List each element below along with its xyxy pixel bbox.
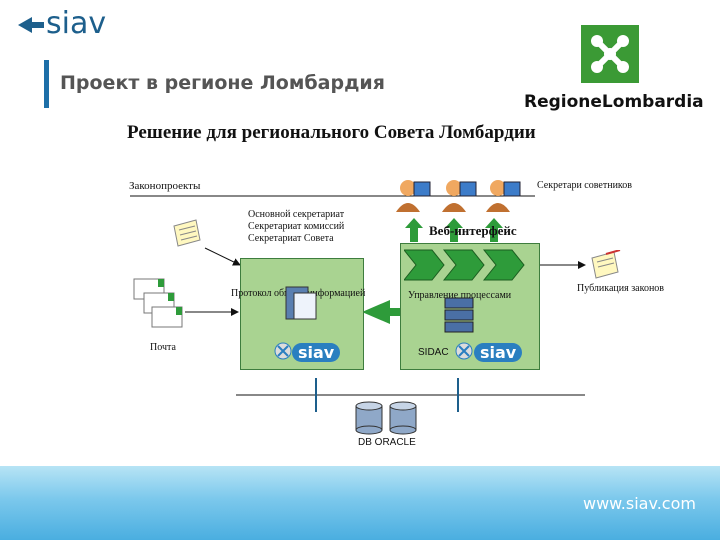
exchange-arrow	[362, 300, 400, 324]
secretariat-main-label: Основной секретариат	[248, 209, 345, 220]
regione-lombardia-logo-text: RegioneLombardia	[524, 92, 704, 112]
server-icon	[285, 286, 317, 320]
mail-icon	[133, 278, 183, 328]
secretariat-commissions-label: Секретариат комиссий	[248, 221, 345, 232]
law-publication-label: Публикация законов	[577, 283, 665, 294]
regione-lombardia-emblem-icon	[581, 25, 639, 83]
drafts-arrow	[204, 247, 241, 266]
server-stack-icon	[444, 297, 474, 333]
siav-logo-icon	[274, 342, 292, 360]
council-users-icon	[396, 180, 521, 212]
siav-badge-left: siav	[292, 343, 341, 362]
siav-badge-right: siav	[474, 343, 523, 362]
db-oracle-label: DB ORACLE	[358, 437, 416, 448]
slide-subtitle: Решение для регионального Совета Ломбард…	[127, 122, 536, 143]
process-chevrons	[404, 249, 525, 281]
footer-band	[0, 466, 720, 540]
document-icon	[173, 219, 201, 247]
process-management-label: Управление процессами	[408, 290, 512, 301]
siav-logo-icon	[455, 342, 473, 360]
page-title: Проект в регионе Ломбардия	[60, 72, 385, 94]
database-icon	[355, 401, 417, 435]
council-secretaries-label: Секретари советников	[537, 180, 632, 191]
secretariat-council-label: Секретариат Совета	[248, 233, 334, 244]
title-accent-bar	[44, 60, 49, 108]
web-interface-arrows	[405, 218, 503, 242]
siav-logo-icon	[18, 17, 44, 33]
draft-laws-label: Законопроекты	[129, 180, 201, 192]
publication-document-icon	[591, 250, 621, 279]
brand-logo[interactable]: siav	[46, 6, 107, 41]
sidac-label: SIDAC	[418, 347, 449, 358]
footer-url-link[interactable]: www.siav.com	[583, 494, 696, 513]
mail-label: Почта	[150, 342, 176, 353]
web-interface-label: Веб-интерфейс	[429, 223, 517, 238]
